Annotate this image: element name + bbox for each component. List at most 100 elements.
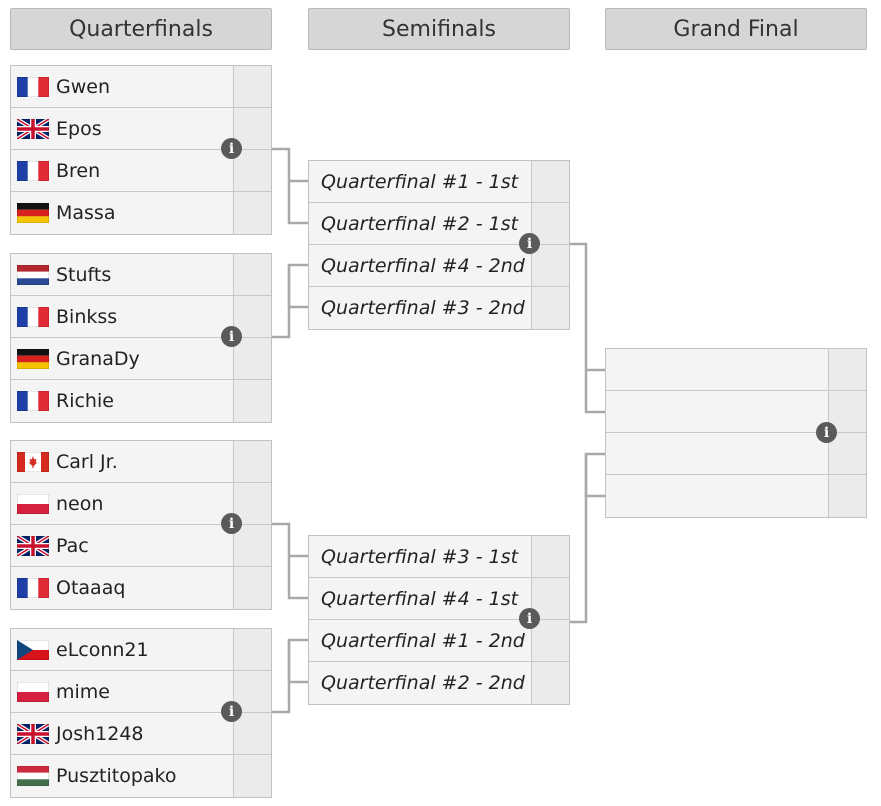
united-kingdom-flag-icon [17, 118, 49, 139]
score-cell [233, 66, 271, 107]
connector-sf1-finalb [584, 370, 606, 414]
player-name: Richie [56, 390, 114, 412]
player-row[interactable]: Pac [11, 525, 271, 567]
connector-qf4-sf2 [272, 638, 309, 714]
slot-placeholder-label: Quarterfinal #2 - 2nd [321, 672, 525, 694]
semifinal-slot-row[interactable]: Quarterfinal #1 - 1st [309, 161, 569, 203]
participant-cell: mime [11, 671, 233, 712]
score-cell [233, 629, 271, 670]
player-row[interactable]: Carl Jr. [11, 441, 271, 483]
connector-qf3-sf2 [272, 522, 309, 558]
score-cell [233, 441, 271, 482]
score-cell [233, 567, 271, 609]
slot-placeholder-label: Quarterfinal #3 - 1st [321, 545, 519, 568]
slot-placeholder-label: Quarterfinal #4 - 1st [321, 587, 519, 610]
score-cell [233, 254, 271, 295]
round-header-grand-final: Grand Final [605, 8, 867, 50]
grand-final-slot-row[interactable] [606, 433, 866, 475]
player-row[interactable]: Josh1248 [11, 713, 271, 755]
info-icon[interactable]: i [221, 701, 242, 722]
participant-cell: Pac [11, 525, 233, 566]
score-cell [531, 620, 569, 661]
participant-cell: Quarterfinal #1 - 2nd [309, 620, 531, 661]
player-row[interactable]: Epos [11, 108, 271, 150]
grand-final-slot-row[interactable] [606, 475, 866, 517]
united-kingdom-flag-icon [17, 723, 49, 744]
connector-qf1-sf1 [272, 147, 309, 183]
player-name: Stufts [56, 263, 112, 286]
player-name: Gwen [56, 75, 110, 98]
participant-cell: Quarterfinal #2 - 2nd [309, 662, 531, 704]
connector-sf2-finalb [584, 454, 606, 498]
player-row[interactable]: Richie [11, 380, 271, 422]
player-row[interactable]: neon [11, 483, 271, 525]
semifinal-slot-row[interactable]: Quarterfinal #1 - 2nd [309, 620, 569, 662]
player-row[interactable]: GranaDy [11, 338, 271, 380]
semifinal-slot-row[interactable]: Quarterfinal #2 - 2nd [309, 662, 569, 704]
grand-final-match [605, 348, 867, 518]
slot-placeholder-label: Quarterfinal #3 - 2nd [321, 297, 525, 319]
score-cell [233, 525, 271, 566]
player-row[interactable]: Gwen [11, 66, 271, 108]
participant-cell [606, 391, 828, 432]
participant-cell: neon [11, 483, 233, 524]
player-name: Pac [56, 534, 89, 557]
player-row[interactable]: Massa [11, 192, 271, 234]
germany-flag-icon [17, 348, 49, 369]
semifinal-slot-row[interactable]: Quarterfinal #4 - 1st [309, 578, 569, 620]
player-row[interactable]: Bren [11, 150, 271, 192]
score-cell [233, 150, 271, 191]
semifinal-slot-row[interactable]: Quarterfinal #3 - 2nd [309, 287, 569, 329]
slot-placeholder-label: Quarterfinal #1 - 2nd [321, 629, 525, 652]
participant-cell: Carl Jr. [11, 441, 233, 482]
slot-placeholder-label: Quarterfinal #4 - 2nd [321, 254, 525, 277]
czech-republic-flag-icon [17, 639, 49, 660]
participant-cell [606, 433, 828, 474]
info-icon[interactable]: i [221, 326, 242, 347]
participant-cell: Quarterfinal #4 - 2nd [309, 245, 531, 286]
score-cell [531, 245, 569, 286]
player-row[interactable]: Otaaaq [11, 567, 271, 609]
player-name: Epos [56, 117, 102, 140]
player-name: Bren [56, 159, 101, 182]
player-row[interactable]: Pusztitopako [11, 755, 271, 797]
info-icon[interactable]: i [816, 422, 837, 443]
poland-flag-icon [17, 493, 49, 514]
info-icon[interactable]: i [519, 608, 540, 629]
grand-final-slot-row[interactable] [606, 349, 866, 391]
player-row[interactable]: eLconn21 [11, 629, 271, 671]
score-cell [233, 338, 271, 379]
player-name: Josh1248 [56, 722, 144, 745]
semifinal-slot-row[interactable]: Quarterfinal #3 - 1st [309, 536, 569, 578]
player-row[interactable]: Binkss [11, 296, 271, 338]
score-cell [233, 192, 271, 234]
participant-cell: Gwen [11, 66, 233, 107]
participant-cell: Josh1248 [11, 713, 233, 754]
info-icon[interactable]: i [519, 233, 540, 254]
player-name: mime [56, 680, 110, 703]
germany-flag-icon [17, 203, 49, 223]
participant-cell: Binkss [11, 296, 233, 337]
slot-placeholder-label: Quarterfinal #2 - 1st [321, 212, 519, 235]
connector-qf4-sf2b [287, 640, 309, 684]
player-row[interactable]: Stufts [11, 254, 271, 296]
connector-sf1-final [569, 242, 606, 372]
semifinal-slot-row[interactable]: Quarterfinal #4 - 2nd [309, 245, 569, 287]
info-icon[interactable]: i [221, 138, 242, 159]
participant-cell: Otaaaq [11, 567, 233, 609]
player-name: neon [56, 492, 104, 515]
info-icon[interactable]: i [221, 513, 242, 534]
participant-cell: Massa [11, 192, 233, 234]
france-flag-icon [17, 306, 49, 327]
participant-cell: Stufts [11, 254, 233, 295]
france-flag-icon [17, 76, 49, 97]
player-name: Massa [56, 202, 116, 224]
player-row[interactable]: mime [11, 671, 271, 713]
participant-cell: GranaDy [11, 338, 233, 379]
participant-cell: Epos [11, 108, 233, 149]
poland-flag-icon [17, 681, 49, 702]
score-cell [233, 755, 271, 797]
